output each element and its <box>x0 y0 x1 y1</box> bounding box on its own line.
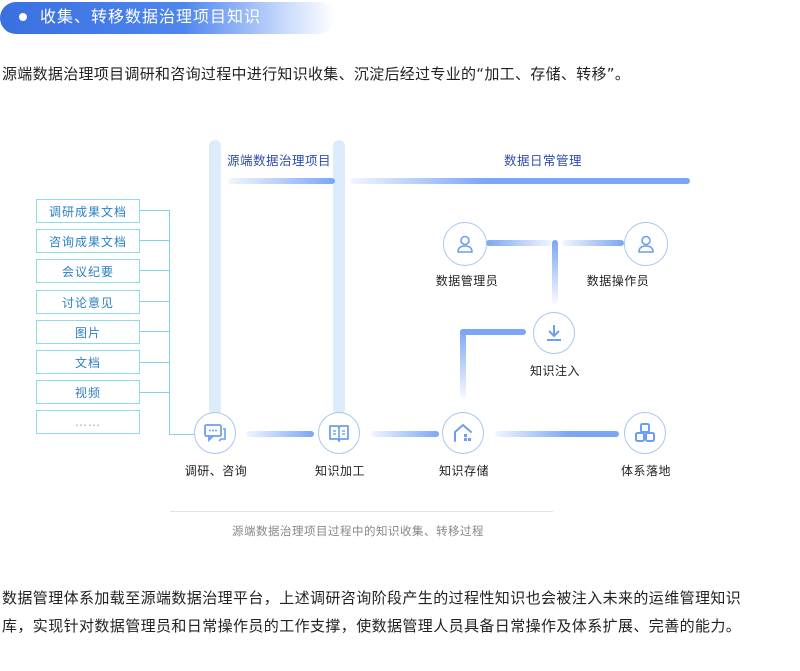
operator-connector <box>562 240 624 246</box>
node-landing <box>624 412 666 454</box>
node-label-injection: 知识注入 <box>529 364 581 378</box>
node-manager <box>443 222 487 266</box>
node-storage <box>442 412 484 454</box>
section-header <box>0 2 335 34</box>
connector-line <box>140 210 169 211</box>
connector-line <box>140 331 169 332</box>
connector-line <box>140 240 169 241</box>
source-item: 会议纪要 <box>36 259 140 283</box>
source-item-label: 调研成果文档 <box>48 204 127 219</box>
source-item: 图片 <box>36 320 140 344</box>
source-item: 视频 <box>36 380 140 404</box>
daily-management-bar <box>350 178 690 184</box>
node-label-landing: 体系落地 <box>620 464 672 478</box>
diagram-caption: 源端数据治理项目过程中的知识收集、转移过程 <box>232 524 484 538</box>
source-project-left-bar <box>209 140 221 415</box>
source-item: 调研成果文档 <box>36 199 140 223</box>
user-icon <box>638 235 654 253</box>
book-icon <box>329 425 349 442</box>
node-label-storage: 知识存储 <box>438 464 490 478</box>
source-item: 讨论意见 <box>36 290 140 314</box>
source-item: 文档 <box>36 350 140 374</box>
node-label-processing: 知识加工 <box>314 464 366 478</box>
intro-paragraph: 源端数据治理项目调研和咨询过程中进行知识收集、沉淀后经过专业的“加工、存储、转移… <box>2 65 631 83</box>
source-project-bar <box>228 178 335 184</box>
section-title: 收集、转移数据治理项目知识 <box>40 7 262 26</box>
connector-line <box>140 362 169 363</box>
flow-bar <box>246 431 314 437</box>
connector-line <box>140 392 169 393</box>
node-label-operator: 数据操作员 <box>586 274 650 288</box>
source-item: …… <box>36 410 140 434</box>
injection-connector-vertical <box>460 329 466 399</box>
source-item-label: 文档 <box>74 355 101 370</box>
section-label-source-project: 源端数据治理项目 <box>227 153 332 168</box>
node-injection <box>533 312 575 354</box>
source-item-label: 视频 <box>74 385 101 400</box>
download-icon <box>547 325 561 341</box>
blocks-icon <box>635 423 655 442</box>
connector-line <box>140 301 169 302</box>
user-icon <box>457 235 473 253</box>
chat-icon <box>204 424 226 443</box>
caption-divider <box>170 511 553 512</box>
knowledge-flow-diagram: 源端数据治理项目 数据日常管理 调研成果文档 咨询成果文档 会议纪要 讨论意见 … <box>36 140 690 538</box>
injection-connector-horizontal <box>460 329 526 335</box>
source-item-label: 讨论意见 <box>61 295 114 310</box>
house-icon <box>454 424 472 442</box>
flow-bar <box>495 431 619 437</box>
source-item-label: …… <box>75 415 101 429</box>
section-label-daily-management: 数据日常管理 <box>504 153 583 168</box>
source-item-label: 咨询成果文档 <box>48 234 127 249</box>
node-label-research: 调研、咨询 <box>184 464 248 478</box>
node-research <box>194 412 236 454</box>
source-project-right-bar <box>333 140 345 415</box>
node-operator <box>624 222 668 266</box>
outro-line-2: 库，实现针对数据管理员和日常操作员的工作支撑，使数据管理人员具备日常操作及体系扩… <box>2 617 742 635</box>
source-item: 咨询成果文档 <box>36 229 140 253</box>
node-label-manager: 数据管理员 <box>435 274 499 288</box>
connector-trunk <box>169 210 170 434</box>
flow-bar <box>371 431 439 437</box>
source-item-label: 会议纪要 <box>61 264 114 279</box>
connector-line <box>169 434 194 435</box>
node-processing <box>318 412 360 454</box>
connector-line <box>140 270 169 271</box>
source-item-label: 图片 <box>74 325 101 340</box>
bullet-dot-icon <box>19 13 27 21</box>
manager-connector <box>486 240 552 246</box>
outro-line-1: 数据管理体系加载至源端数据治理平台，上述调研咨询阶段产生的过程性知识也会被注入未… <box>2 589 742 607</box>
role-connector-vertical <box>552 240 558 304</box>
